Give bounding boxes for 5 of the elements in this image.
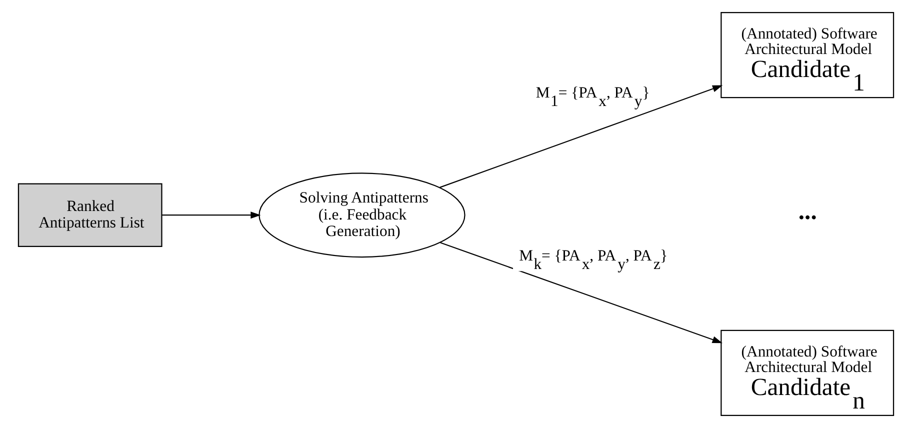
node-box: Ranked Antipatterns List bbox=[17, 183, 162, 248]
arrow bbox=[439, 85, 722, 188]
arrow bbox=[162, 212, 260, 219]
label: ... bbox=[798, 198, 816, 226]
node-ellipse: Solving Antipatterns (i.e. Feedback Generation) bbox=[258, 172, 465, 258]
